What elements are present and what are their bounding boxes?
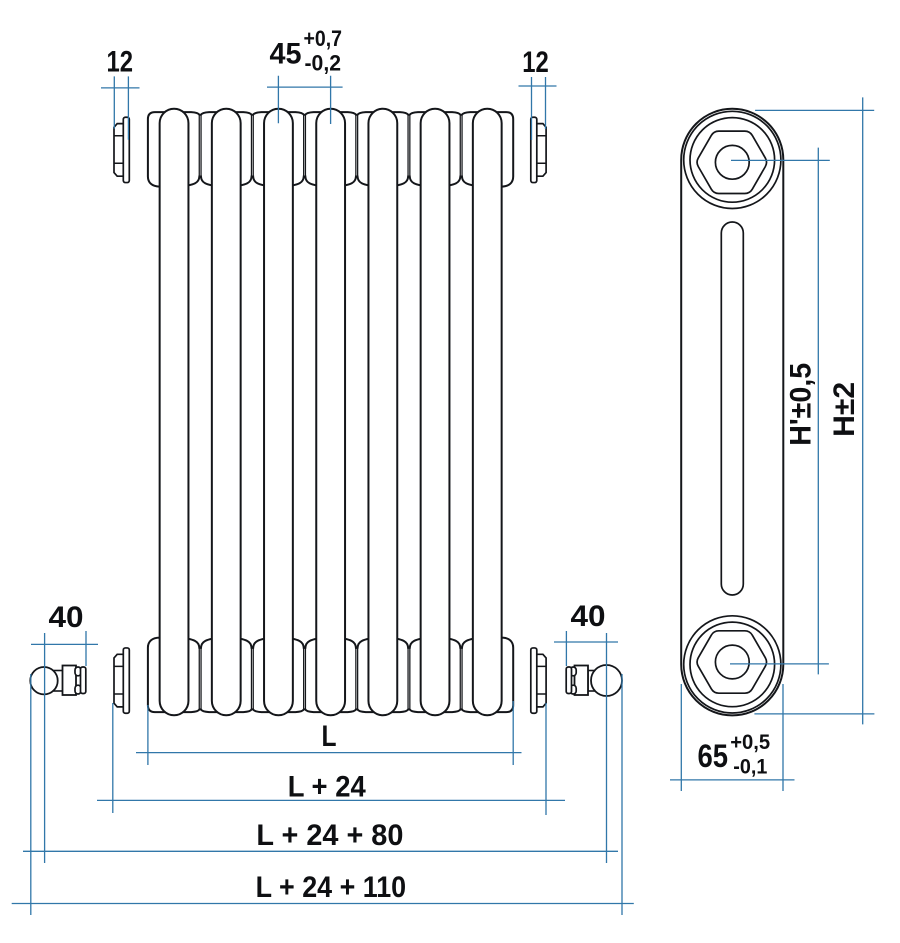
svg-text:40: 40: [49, 601, 84, 634]
svg-text:L + 24 + 110: L + 24 + 110: [256, 871, 407, 904]
svg-text:L: L: [322, 720, 337, 753]
svg-text:12: 12: [522, 46, 549, 79]
svg-text:H±2: H±2: [828, 382, 861, 437]
svg-text:12: 12: [107, 45, 134, 78]
svg-text:45: 45: [270, 38, 302, 71]
svg-text:H'±0,5: H'±0,5: [785, 363, 818, 446]
svg-text:40: 40: [571, 600, 606, 633]
svg-text:-0,1: -0,1: [733, 755, 767, 778]
svg-text:L + 24 + 80: L + 24 + 80: [256, 819, 403, 852]
svg-text:-0,2: -0,2: [305, 51, 342, 76]
svg-text:+0,5: +0,5: [730, 731, 770, 754]
svg-text:+0,7: +0,7: [304, 26, 343, 51]
svg-text:65: 65: [698, 738, 729, 774]
svg-text:L + 24: L + 24: [288, 771, 366, 804]
